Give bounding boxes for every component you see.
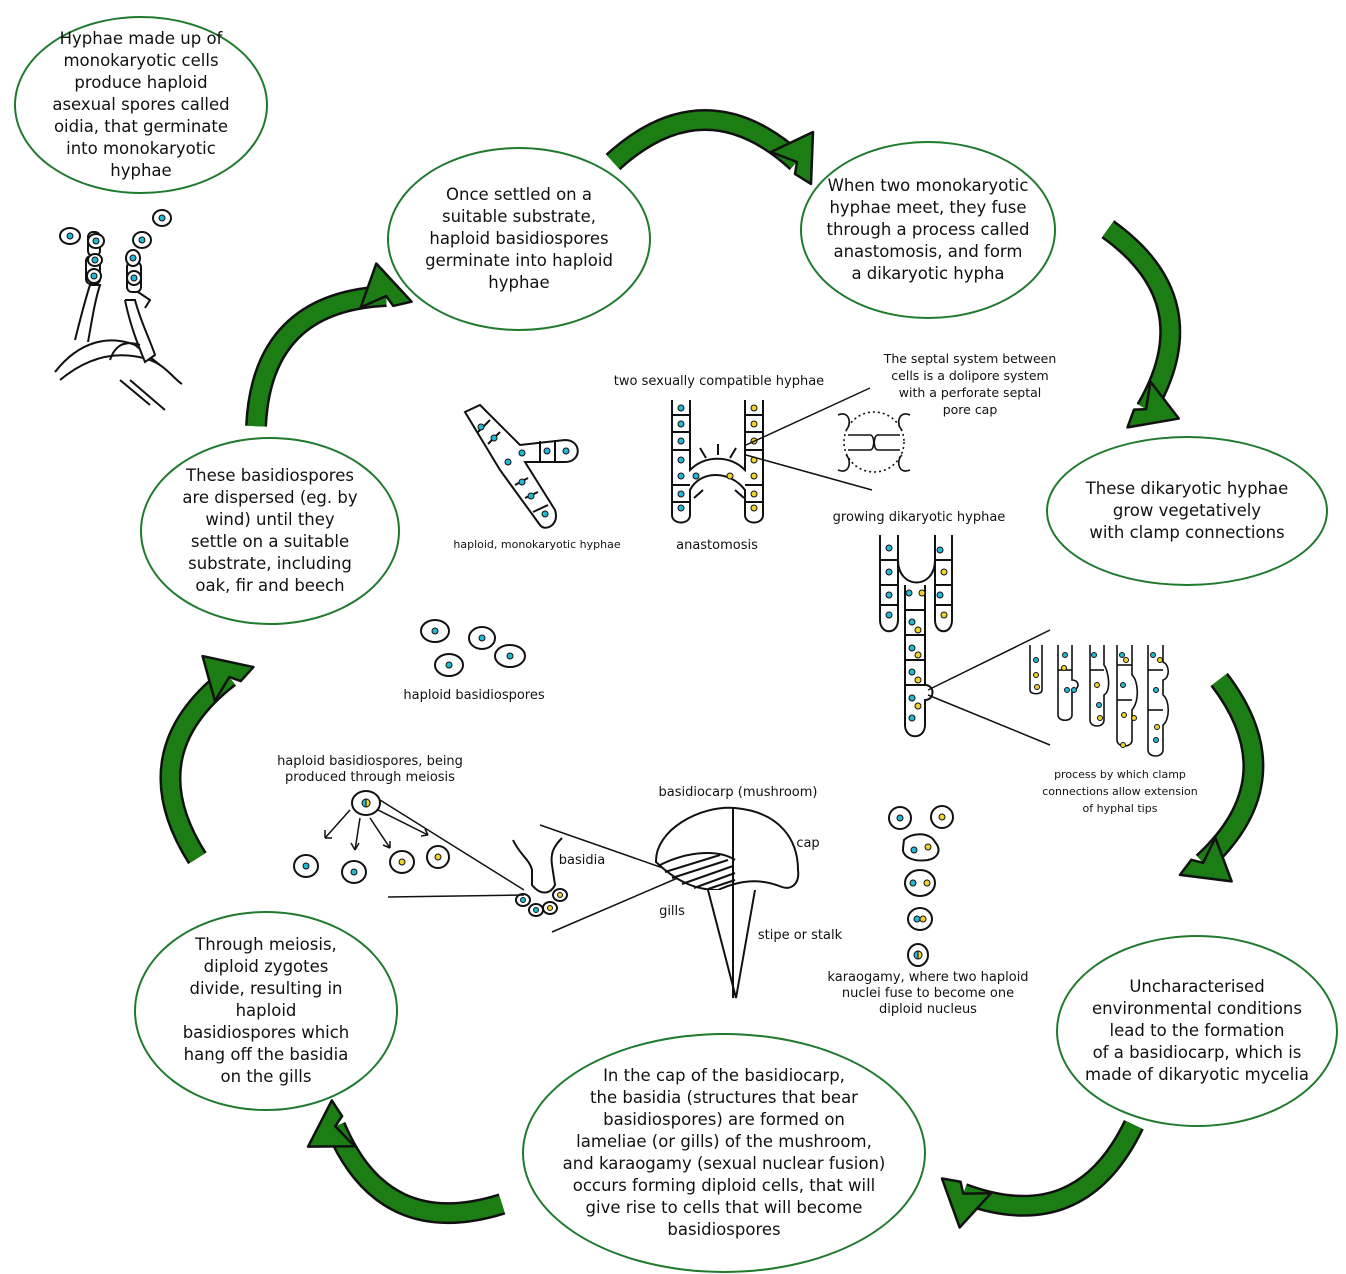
clamp-sequence-drawing [1029,645,1170,757]
bubble-clamp-text: These dikaryotic hyphae grow vegetativel… [1085,479,1289,542]
bubble-germinate-text: Once settled on a suitable substrate, ha… [425,185,613,292]
cycle-arrow-7 [226,255,413,442]
clamp-nuclei-blue [1033,652,1159,743]
monokaryotic-hyphae-drawing [463,403,579,529]
label-mushroom: basidiocarp (mushroom) [658,785,818,800]
oidia-hyphae-drawing [54,209,183,411]
label-compatible-hyphae: two sexually compatible hyphae [613,374,825,389]
bubble-dispersed-text: These basidiospores are dispersed (eg. b… [182,466,358,595]
meiosis-arrows [324,809,429,851]
label-basidia: basidia [558,853,606,868]
clamp-nuclei-yellow [1033,657,1163,748]
basidium-nuclei [520,892,563,913]
basidium-drawing [512,837,568,917]
dikaryotic-nuclei-yellow [914,568,948,710]
bubble-clamp: These dikaryotic hyphae grow vegetativel… [1046,436,1328,586]
mushroom-drawing [654,806,800,999]
bubble-oidia: Hyphae made up of monokaryotic cells pro… [14,16,268,194]
cycle-arrow-6 [156,654,254,862]
bubble-cap-text: In the cap of the basidiocarp, the basid… [562,1066,886,1239]
basidia-pointer-lines [379,799,681,933]
dikaryotic-nuclei-blue [885,544,944,722]
bubble-dispersed: These basidiospores are dispersed (eg. b… [140,437,400,625]
bubble-anastomosis: When two monokaryotic hyphae meet, they … [800,141,1056,319]
monokaryotic-nuclei [477,423,570,518]
meiosis-nuclei [302,798,442,876]
label-meiosis-spores: haploid basidiospores, being produced th… [277,754,463,785]
label-clamp-process: process by which clamp connections allow… [1042,768,1198,815]
label-growing-hyphae: growing dikaryotic hyphae [832,510,1006,525]
cycle-arrow-5 [303,1100,511,1243]
bubble-meiosis-text: Through meiosis, diploid zygotes divide,… [182,935,350,1086]
basidiospore-nuclei [431,627,514,669]
label-monokaryotic-hyphae: haploid, monokaryotic hyphae [453,538,621,551]
bubble-germinate: Once settled on a suitable substrate, ha… [387,147,651,331]
bubble-anastomosis-text: When two monokaryotic hyphae meet, they … [826,176,1030,283]
cycle-arrow-2 [1086,220,1190,429]
cycle-arrow-4 [940,1104,1149,1238]
anastomosis-drawing [671,400,764,524]
bubble-oidia-text: Hyphae made up of monokaryotic cells pro… [52,29,230,180]
oidia-nuclei [66,214,166,282]
label-haploid-basidiospores: haploid basidiospores [403,688,545,703]
meiosis-spores-drawing [293,790,450,884]
label-stipe: stipe or stalk [757,928,843,943]
label-gills: gills [659,904,685,919]
label-karyogamy: karaogamy, where two haploid nuclei fuse… [827,970,1029,1017]
septal-pointer-lines [745,387,873,491]
bubble-basidiocarp: Uncharacterised environmental conditions… [1056,935,1338,1127]
label-anastomosis: anastomosis [676,538,758,553]
clamp-pointer-lines [927,629,1051,746]
dolipore-drawing [837,411,911,473]
cycle-arrow-1 [613,120,813,184]
label-septal-system: The septal system between cells is a dol… [883,351,1057,417]
label-cap: cap [796,836,820,851]
bubble-cap: In the cap of the basidiocarp, the basid… [522,1033,926,1273]
bubble-basidiocarp-text: Uncharacterised environmental conditions… [1085,977,1309,1084]
bubble-meiosis: Through meiosis, diploid zygotes divide,… [134,911,398,1111]
anastomosis-nuclei-blue [677,404,700,512]
